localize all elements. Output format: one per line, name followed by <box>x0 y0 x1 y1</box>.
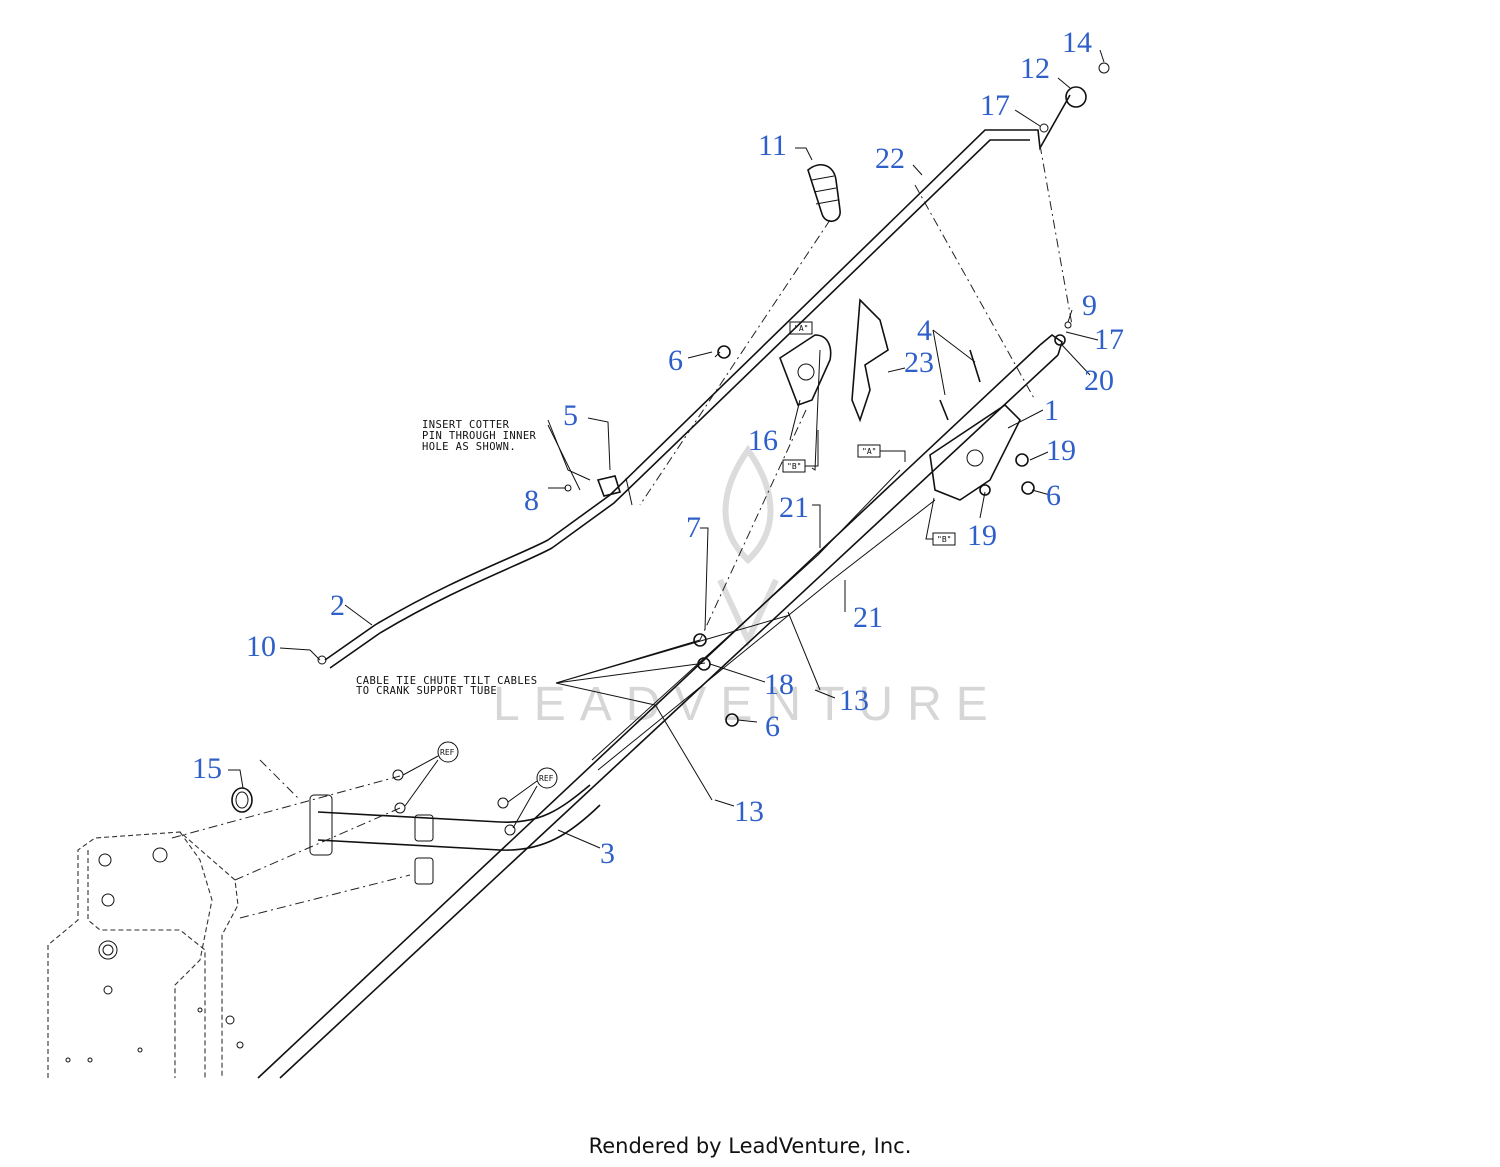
callout-17: 17 <box>980 89 1010 122</box>
leader-lines <box>228 49 1105 849</box>
tag-a: "A" <box>794 324 808 333</box>
callout-8: 8 <box>524 484 539 517</box>
callout-19: 19 <box>1046 434 1076 467</box>
callout-11: 11 <box>758 129 787 162</box>
callout-3: 3 <box>600 837 615 870</box>
callout-21: 21 <box>853 601 883 634</box>
callouts: 1 2 3 4 5 6 6 6 7 8 9 10 11 12 13 13 14 … <box>192 26 1124 870</box>
callout-6: 6 <box>668 344 683 377</box>
tag-b: "B" <box>787 462 801 471</box>
callout-13: 13 <box>734 795 764 828</box>
frame-plate <box>47 831 244 1078</box>
note-line: INSERT COTTER <box>422 419 510 431</box>
callout-5: 5 <box>563 399 578 432</box>
callout-4: 4 <box>917 314 932 347</box>
callout-17: 17 <box>1094 323 1124 356</box>
hand-grip <box>807 164 841 222</box>
callout-1: 1 <box>1044 394 1059 427</box>
tag-a: "A" <box>862 447 876 456</box>
crank-bracket <box>779 298 1021 501</box>
connection-tags: "A" "A" "B" "B" <box>782 321 956 546</box>
mounting-bracket <box>171 759 601 919</box>
callout-6: 6 <box>765 710 780 743</box>
note-line: CABLE TIE CHUTE TILT CABLES <box>356 675 537 687</box>
footer-credit: Rendered by LeadVenture, Inc. <box>588 1134 912 1158</box>
ref-tag: REF <box>440 748 455 757</box>
callout-16: 16 <box>748 424 778 457</box>
callout-10: 10 <box>246 630 276 663</box>
callout-18: 18 <box>764 668 794 701</box>
chute-tilt-cables <box>591 469 936 801</box>
hardware <box>317 62 1110 727</box>
callout-21: 21 <box>779 491 809 524</box>
tag-b: "B" <box>937 535 951 544</box>
cotter-pin-note: INSERT COTTER PIN THROUGH INNER HOLE AS … <box>422 419 537 453</box>
callout-20: 20 <box>1084 364 1114 397</box>
watermark: LEADVENTURE <box>493 444 988 731</box>
callout-23: 23 <box>904 346 934 379</box>
plug <box>231 787 253 813</box>
callout-15: 15 <box>192 752 222 785</box>
cable-tie-note: CABLE TIE CHUTE TILT CABLES TO CRANK SUP… <box>356 675 537 697</box>
callout-2: 2 <box>330 589 345 622</box>
callout-22: 22 <box>875 142 905 175</box>
ref-screws: REF REF <box>392 741 558 836</box>
callout-7: 7 <box>686 511 701 544</box>
callout-12: 12 <box>1020 52 1050 85</box>
watermark-flame-icon <box>717 444 779 648</box>
callout-14: 14 <box>1062 26 1092 59</box>
note-line: HOLE AS SHOWN. <box>422 441 516 453</box>
note-line: TO CRANK SUPPORT TUBE <box>356 685 497 697</box>
ref-tag: REF <box>539 774 554 783</box>
crank-support-tube <box>257 333 1063 1079</box>
callout-13: 13 <box>839 684 869 717</box>
crank-rod <box>324 94 1071 669</box>
callout-19: 19 <box>967 519 997 552</box>
callout-9: 9 <box>1082 289 1097 322</box>
callout-6: 6 <box>1046 479 1061 512</box>
note-line: PIN THROUGH INNER <box>422 430 537 442</box>
